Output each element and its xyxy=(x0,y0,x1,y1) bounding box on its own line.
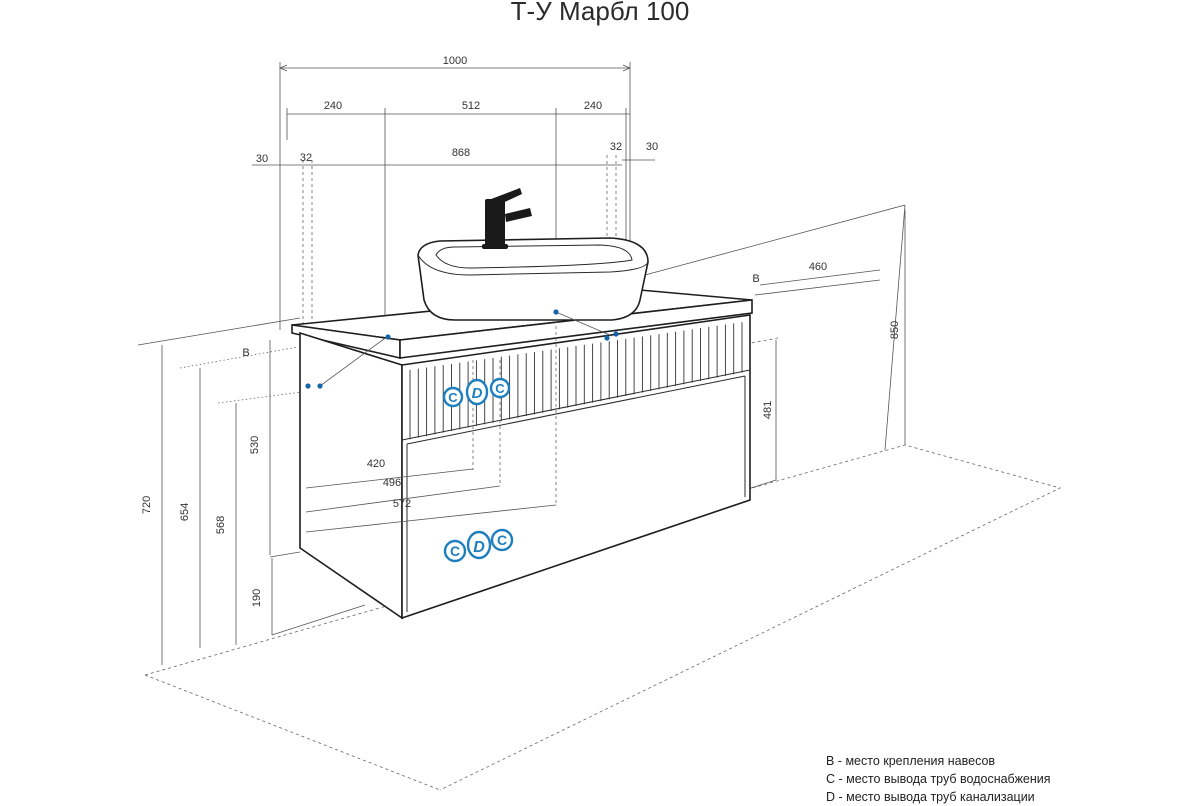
water-supply-badge xyxy=(489,377,511,399)
leader-lines xyxy=(305,309,619,389)
dim-1000: 1000 xyxy=(443,55,467,67)
cabinet xyxy=(291,289,753,620)
anchor-point xyxy=(553,309,559,315)
dim-512: 512 xyxy=(462,100,480,112)
legend: B - место крепления навесов C - место вы… xyxy=(826,752,1051,806)
anchor-point xyxy=(317,383,323,389)
left-dimensions: 720 654 B 568 530 190 xyxy=(137,317,366,665)
faucet-icon xyxy=(482,188,532,249)
dim-240-left: 240 xyxy=(324,100,342,112)
dim-654: 654 xyxy=(179,503,191,521)
dim-b-right: B xyxy=(752,273,759,285)
drain-badge xyxy=(465,378,489,406)
anchor-point xyxy=(305,383,311,389)
dim-190: 190 xyxy=(251,589,263,607)
dim-420: 420 xyxy=(367,458,385,470)
legend-item-b: B - место крепления навесов xyxy=(826,754,996,768)
dim-568: 568 xyxy=(215,516,227,534)
svg-text:C: C xyxy=(450,543,460,559)
svg-text:C: C xyxy=(448,390,458,405)
legend-item-c: C - место вывода труб водоснабжения xyxy=(826,772,1051,786)
drain-badge xyxy=(466,530,492,560)
dim-868: 868 xyxy=(452,147,470,159)
dim-30-left: 30 xyxy=(256,153,268,165)
dim-b-left: B xyxy=(242,347,249,359)
anchor-point xyxy=(604,335,610,341)
bottom-offsets: 420 496 572 xyxy=(305,320,557,533)
drawing-title: Т-У Марбл 100 xyxy=(511,0,690,26)
anchor-point xyxy=(613,331,619,337)
right-dimensions: 850 460 B 481 xyxy=(644,204,906,491)
dim-32-left: 32 xyxy=(300,152,312,164)
floor-outline xyxy=(144,444,1062,791)
svg-text:C: C xyxy=(495,381,505,396)
svg-text:C: C xyxy=(497,532,507,548)
dim-32-right: 32 xyxy=(610,141,622,153)
pipe-badges-upper: C D C xyxy=(442,377,511,408)
anchor-point xyxy=(385,334,391,340)
dim-240-right: 240 xyxy=(584,100,602,112)
basin xyxy=(417,188,649,321)
water-supply-badge xyxy=(442,386,464,408)
dim-572: 572 xyxy=(393,498,411,510)
dim-30-right: 30 xyxy=(646,141,658,153)
svg-text:D: D xyxy=(472,385,483,402)
dim-460: 460 xyxy=(809,261,827,273)
svg-text:D: D xyxy=(473,539,485,556)
pipe-badges-lower: C D C xyxy=(443,528,514,563)
dim-481: 481 xyxy=(762,401,774,419)
dim-496: 496 xyxy=(383,477,401,489)
water-supply-badge xyxy=(443,539,467,563)
dim-530: 530 xyxy=(249,436,261,454)
dim-720: 720 xyxy=(141,496,153,514)
water-supply-badge xyxy=(490,528,514,552)
dim-850: 850 xyxy=(889,321,901,339)
legend-item-d: D - место вывода труб канализации xyxy=(826,790,1035,804)
